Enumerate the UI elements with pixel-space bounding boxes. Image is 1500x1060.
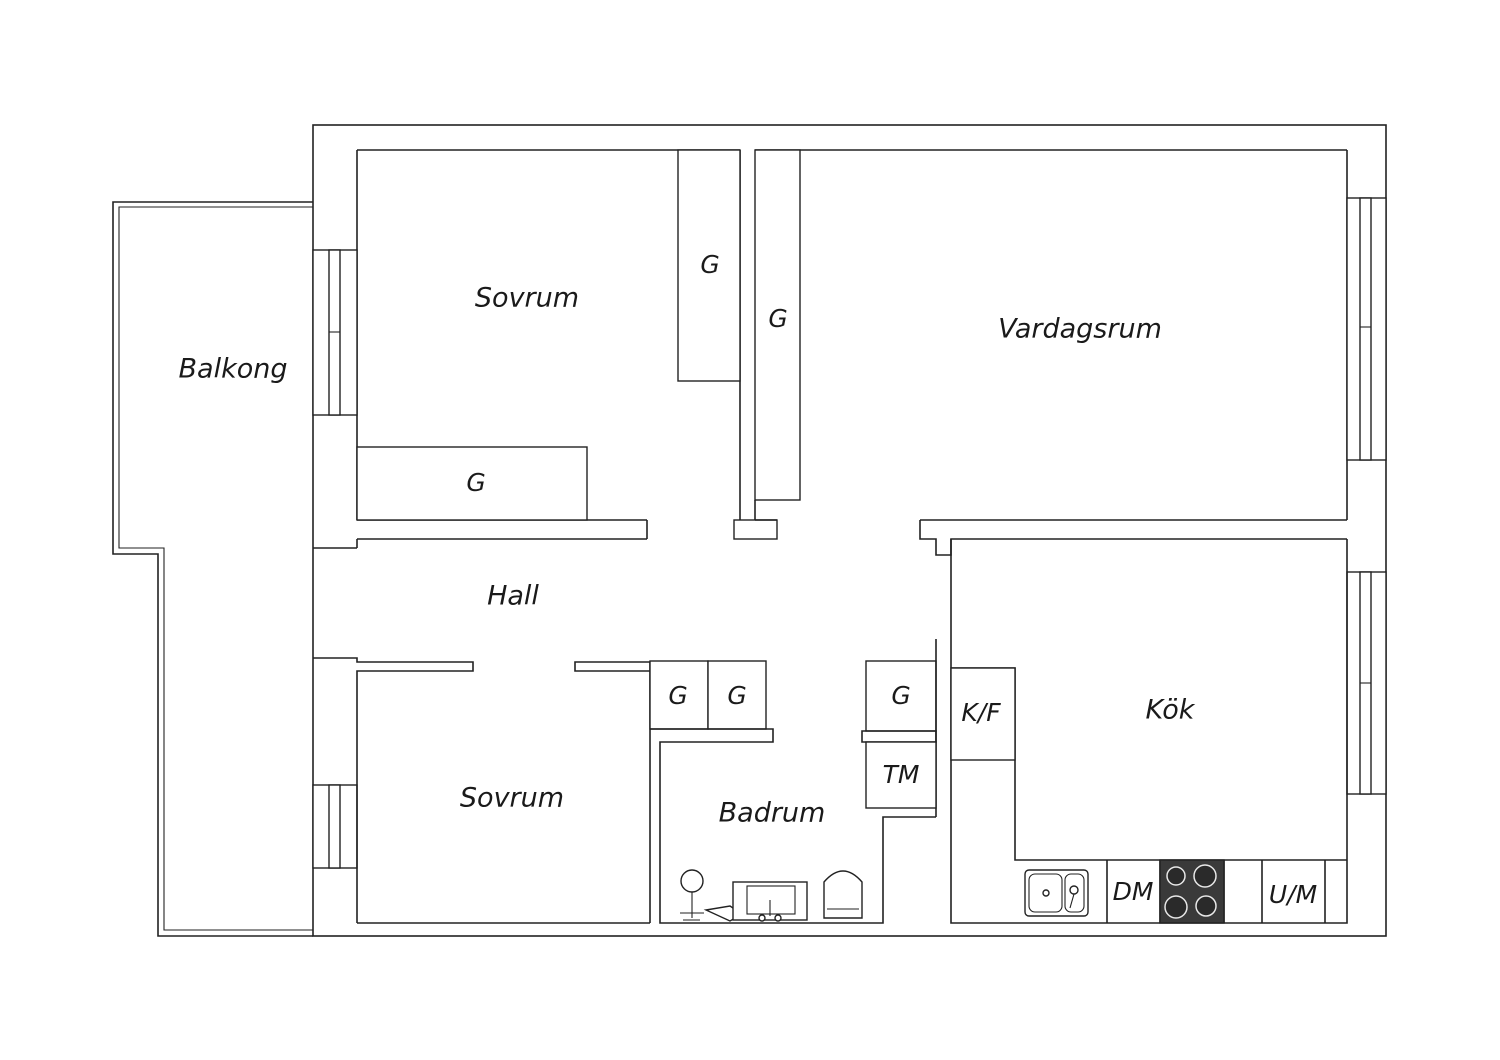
dishwasher-label: DM [1113,877,1154,906]
window-bedroom-bottom [312,784,358,869]
living-room-walls [919,150,1348,556]
bathroom-walls [650,639,937,924]
washing-machine-label: TM [883,760,920,789]
wardrobe-label-1: G [700,250,719,279]
wardrobe-hall-3 [865,660,937,732]
kitchen-walls [950,539,1348,924]
wardrobe-label-2: G [768,304,787,333]
cooktop [1159,859,1225,924]
wardrobe-label-5: G [727,681,746,710]
wardrobe-top-right [677,149,741,382]
bathroom-fixtures [680,869,863,922]
wardrobe-label-6: G [891,681,910,710]
wardrobe-label-4: G [668,681,687,710]
window-living [1346,197,1387,461]
window-bedroom-top [312,249,358,416]
wardrobe-top-bottom [356,446,588,521]
room-label-living: Vardagsrum [998,314,1162,345]
kitchen-sink [1024,869,1089,917]
balcony-outline [112,201,313,937]
window-kitchen [1346,571,1387,795]
room-label-bedroom-top: Sovrum [475,283,579,314]
room-label-balcony: Balkong [179,354,288,385]
room-label-bathroom: Badrum [719,798,826,829]
room-label-hall: Hall [487,581,539,612]
outer-walls [312,124,1387,937]
room-label-bedroom-bottom: Sovrum [460,783,564,814]
wardrobe-living [754,149,801,521]
room-label-kitchen: Kök [1146,695,1196,726]
wardrobe-label-3: G [466,468,485,497]
fridge-freezer-label: K/F [961,698,1001,727]
oven-label: U/M [1269,880,1317,909]
